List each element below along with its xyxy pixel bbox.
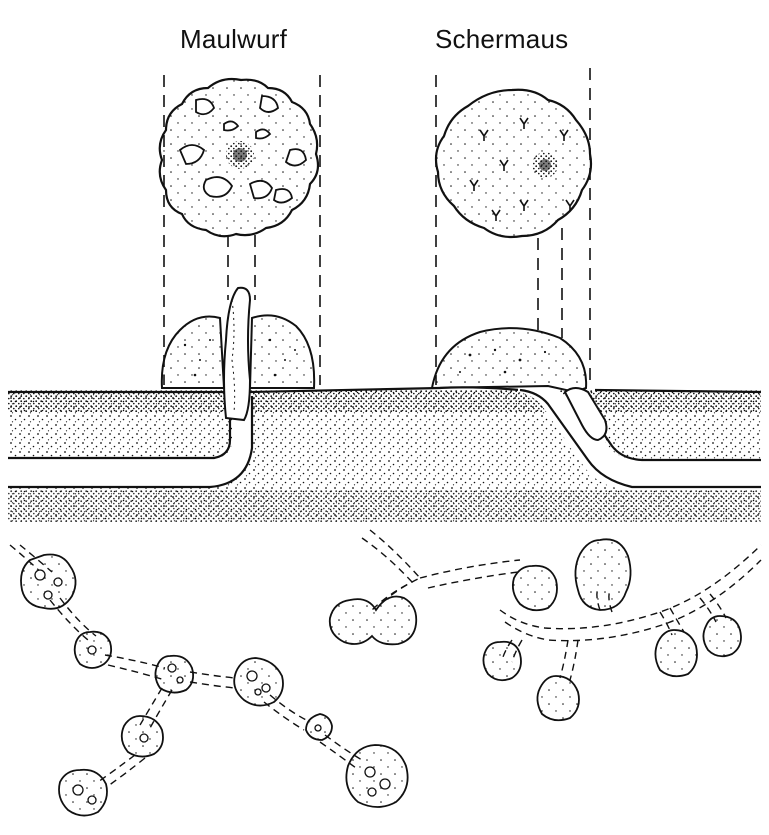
mole-plan-mound <box>20 553 77 610</box>
label-schermaus: Schermaus <box>435 24 569 54</box>
mole-hill-mound <box>160 286 316 422</box>
vole-plan-mound <box>482 640 522 682</box>
plan-view-mounds <box>20 538 742 817</box>
vole-tunnel-outline <box>519 388 761 489</box>
vole-plan-mound <box>574 538 632 611</box>
mole-plan-mound <box>73 630 113 669</box>
mole-mound-right-half <box>248 314 316 389</box>
vole-mound-top-view <box>434 88 593 239</box>
vole-top-outline <box>434 88 593 239</box>
mole-plan-mound <box>58 768 108 817</box>
mole-plan-mound <box>233 657 284 707</box>
label-maulwurf: Maulwurf <box>180 24 288 54</box>
mole-plan-mound <box>120 715 164 758</box>
vole-plan-mound <box>536 675 580 722</box>
mole-mound-left-half <box>160 315 226 389</box>
projection-lines <box>163 68 591 385</box>
vole-plan-mound <box>702 615 742 658</box>
vole-mound-opening <box>563 387 608 442</box>
mole-plan-mound <box>345 744 409 808</box>
soil-cross-section <box>8 386 762 522</box>
mole-plan-mound <box>154 654 195 694</box>
soil-dense-band <box>8 390 761 412</box>
vole-plan-mound <box>654 629 698 678</box>
mole-hill-top-view <box>158 77 320 238</box>
vole-mound <box>430 327 608 442</box>
vole-mound-shape <box>430 327 588 394</box>
soil-lower-band <box>8 490 761 522</box>
vole-plan-mound <box>511 564 558 612</box>
mole-tunnel <box>8 395 252 486</box>
mole-vertical-shaft <box>223 286 252 422</box>
mole-plan-mound <box>305 713 333 741</box>
mole-tunnel-outline <box>8 396 254 489</box>
vole-plan-mound <box>328 595 418 646</box>
